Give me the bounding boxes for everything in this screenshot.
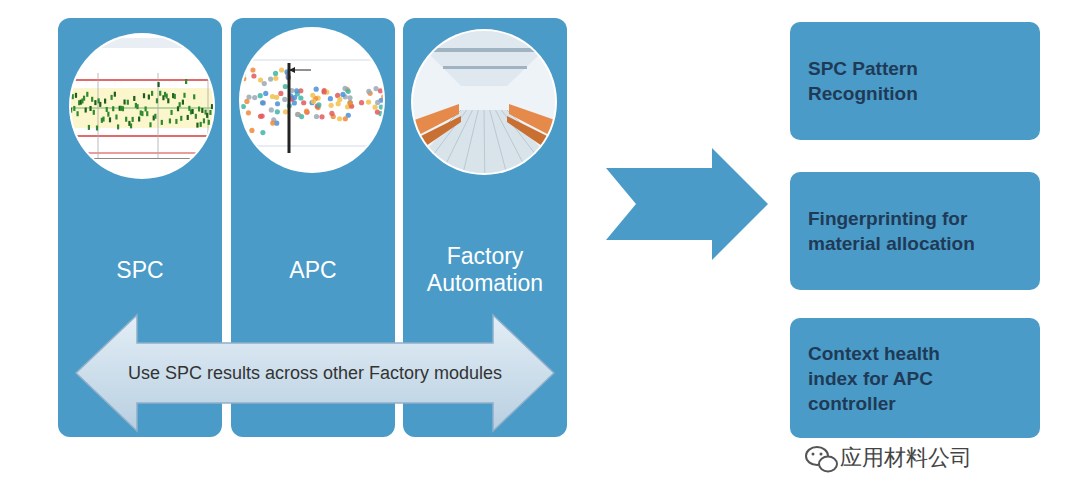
outcome-label: SPC Pattern Recognition — [808, 56, 993, 106]
outcome-box: Context health index for APC controller — [790, 318, 1040, 438]
outcome-label: Context health index for APC controller — [808, 341, 993, 416]
apc-chart-illustration — [231, 18, 395, 218]
spc-chart-illustration — [58, 18, 222, 218]
watermark: 应用材料公司 — [840, 443, 972, 473]
band-label: Use SPC results across other Factory mod… — [128, 363, 502, 384]
outcome-box: SPC Pattern Recognition — [790, 22, 1040, 140]
outcome-box: Fingerprinting for material allocation — [790, 172, 1040, 290]
double-arrow-band: Use SPC results across other Factory mod… — [75, 313, 555, 433]
fab-illustration — [403, 18, 567, 218]
module-label: SPC — [64, 257, 216, 284]
module-label: Factory Automation — [409, 243, 561, 297]
module-label: APC — [237, 257, 389, 284]
outcome-label: Fingerprinting for material allocation — [808, 206, 993, 256]
